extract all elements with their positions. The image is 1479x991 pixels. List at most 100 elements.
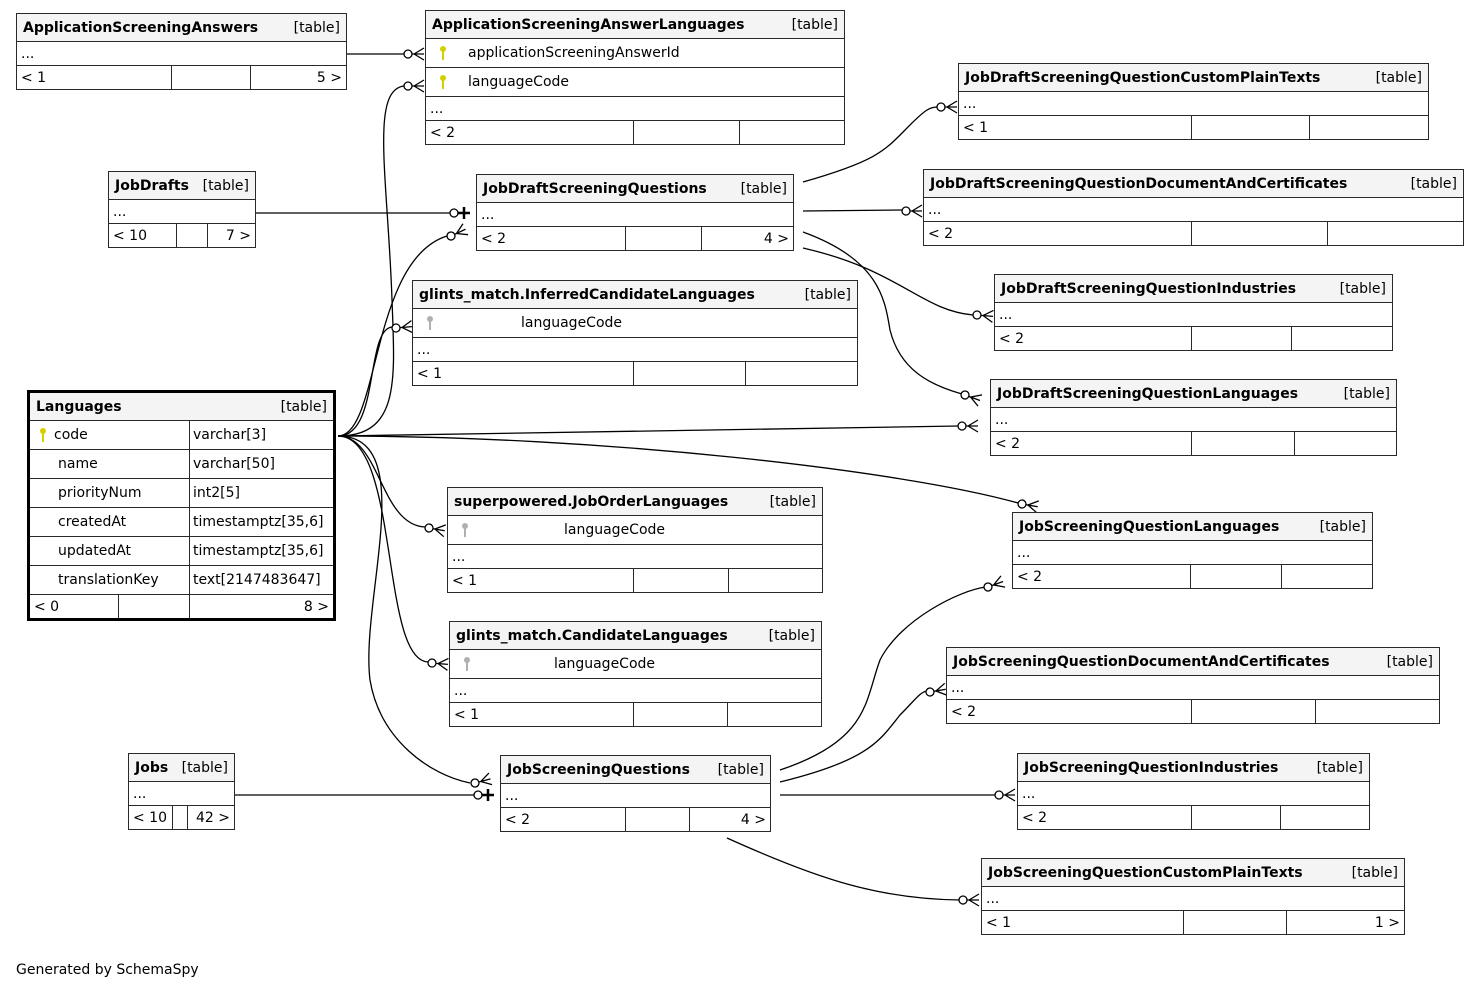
table-row: ... — [477, 203, 793, 227]
crows-foot-marker — [424, 523, 447, 538]
table-footer: < 1 — [413, 362, 857, 385]
table-row: ... — [450, 679, 821, 703]
table-footer: < 2 — [947, 700, 1439, 723]
table-footer: < 1 — [448, 569, 822, 592]
table-footer: < 1 5 > — [17, 66, 346, 89]
zero-or-one-marker — [449, 207, 470, 219]
table-footer: < 2 4 > — [477, 227, 793, 250]
crows-foot-marker — [994, 788, 1016, 802]
table-footer: < 2 — [1013, 565, 1372, 588]
table-application-screening-answers[interactable]: ApplicationScreeningAnswers[table] ... <… — [16, 13, 347, 90]
table-header: glints_match.CandidateLanguages[table] — [450, 622, 821, 650]
table-row: ... — [109, 200, 255, 224]
table-header: JobDrafts[table] — [109, 172, 255, 200]
table-row: ... — [1018, 782, 1369, 806]
table-header: JobDraftScreeningQuestionIndustries[tabl… — [995, 275, 1392, 303]
edge-jdsq-jdsqdac — [802, 209, 903, 212]
table-job-sq-document-and-certificates[interactable]: JobScreeningQuestionDocumentAndCertifica… — [946, 647, 1440, 724]
table-header: Languages[table] — [30, 393, 333, 421]
edge-languages-cl — [337, 435, 429, 663]
table-job-sq-industries[interactable]: JobScreeningQuestionIndustries[table] ..… — [1017, 753, 1370, 830]
table-header: JobScreeningQuestions[table] — [501, 756, 770, 784]
table-row: ... — [924, 198, 1463, 222]
crows-foot-marker — [957, 419, 979, 433]
table-footer: < 10 7 > — [109, 224, 255, 247]
edge-jsq-jsql — [779, 586, 987, 771]
edge-jdsq-jdsqcpt — [802, 106, 938, 183]
primary-key-icon — [436, 45, 450, 61]
table-row: ... — [448, 545, 822, 569]
table-job-draft-sq-custom-plain-texts[interactable]: JobDraftScreeningQuestionCustomPlainText… — [958, 63, 1429, 140]
edge-languages-jdsq — [337, 235, 448, 437]
table-row: languageCode — [426, 68, 844, 97]
edge-jdsq-jdsqi — [802, 247, 974, 316]
table-job-drafts[interactable]: JobDrafts[table] ... < 10 7 > — [108, 171, 256, 248]
table-job-screening-questions[interactable]: JobScreeningQuestions[table] ... < 2 4 > — [500, 755, 771, 832]
table-header: JobScreeningQuestionLanguages[table] — [1013, 513, 1372, 541]
table-header: glints_match.InferredCandidateLanguages[… — [413, 281, 857, 309]
table-header: JobDraftScreeningQuestionLanguages[table… — [991, 380, 1396, 408]
crows-foot-marker — [391, 320, 413, 334]
crows-foot-marker — [983, 575, 1006, 592]
table-job-draft-sq-languages[interactable]: JobDraftScreeningQuestionLanguages[table… — [990, 379, 1397, 456]
table-footer: < 1 — [959, 116, 1428, 139]
table-job-sq-languages[interactable]: JobScreeningQuestionLanguages[table] ...… — [1012, 512, 1373, 589]
table-job-sq-custom-plain-texts[interactable]: JobScreeningQuestionCustomPlainTexts[tab… — [981, 858, 1405, 935]
table-jobs[interactable]: Jobs[table] ... < 10 42 > — [128, 753, 235, 830]
table-inferred-candidate-languages[interactable]: glints_match.InferredCandidateLanguages[… — [412, 280, 858, 386]
generated-by-label: Generated by SchemaSpy — [16, 962, 199, 978]
edge-languages-jsql — [337, 435, 1019, 504]
table-footer: < 1 — [450, 703, 821, 726]
crows-foot-marker — [470, 772, 493, 788]
table-job-order-languages[interactable]: superpowered.JobOrderLanguages[table] la… — [447, 487, 823, 593]
edge-jdsq-jdsql — [802, 231, 963, 395]
table-footer: < 10 42 > — [129, 806, 234, 829]
edge-languages-jdsql — [337, 425, 960, 437]
zero-or-one-marker — [473, 789, 494, 801]
table-row: ... — [501, 784, 770, 808]
foreign-key-icon — [460, 656, 474, 672]
table-header: JobDraftScreeningQuestionDocumentAndCert… — [924, 170, 1463, 198]
primary-key-icon — [436, 74, 450, 90]
crows-foot-marker — [960, 390, 983, 407]
table-job-draft-sq-industries[interactable]: JobDraftScreeningQuestionIndustries[tabl… — [994, 274, 1393, 351]
crows-foot-marker — [958, 893, 980, 907]
table-row: ... — [426, 97, 844, 121]
table-header: ApplicationScreeningAnswers[table] — [17, 14, 346, 42]
crows-foot-marker — [1017, 499, 1040, 514]
table-application-screening-answer-languages[interactable]: ApplicationScreeningAnswerLanguages[tabl… — [425, 10, 845, 145]
table-header: JobDraftScreeningQuestions[table] — [477, 175, 793, 203]
edge-languages-icl — [337, 326, 393, 437]
crows-foot-marker — [925, 682, 948, 697]
table-row: ... — [982, 887, 1404, 911]
table-footer: < 2 — [991, 432, 1396, 455]
table-header: Jobs[table] — [129, 754, 234, 782]
foreign-key-icon — [423, 315, 437, 331]
table-header: JobScreeningQuestionCustomPlainTexts[tab… — [982, 859, 1404, 887]
table-row: ... — [17, 42, 346, 66]
table-footer: < 2 — [995, 327, 1392, 350]
table-row: languageCode — [450, 650, 821, 679]
table-header: JobDraftScreeningQuestionCustomPlainText… — [959, 64, 1428, 92]
table-row: ... — [947, 676, 1439, 700]
foreign-key-icon — [458, 522, 472, 538]
table-candidate-languages[interactable]: glints_match.CandidateLanguages[table] l… — [449, 621, 822, 727]
crows-foot-marker — [936, 100, 958, 114]
table-row: ... — [129, 782, 234, 806]
crows-foot-marker — [901, 204, 923, 218]
crows-foot-marker — [446, 223, 469, 241]
table-footer: < 1 1 > — [982, 911, 1404, 934]
edge-languages-jsq — [337, 435, 471, 784]
table-row: applicationScreeningAnswerId — [426, 39, 844, 68]
table-row: ... — [995, 303, 1392, 327]
edge-jsq-jsqdac — [779, 690, 928, 783]
table-row: languageCode — [413, 309, 857, 338]
table-job-draft-sq-document-and-certificates[interactable]: JobDraftScreeningQuestionDocumentAndCert… — [923, 169, 1464, 246]
table-job-draft-screening-questions[interactable]: JobDraftScreeningQuestions[table] ... < … — [476, 174, 794, 251]
